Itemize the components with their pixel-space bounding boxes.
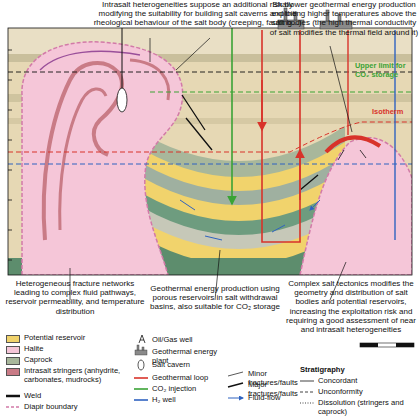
legend-text: CO₂ injection [152, 385, 232, 394]
legend-text: Unconformity [318, 388, 418, 397]
legend-text: Caprock [24, 356, 134, 365]
limit-label: Upper limit for CO₂ storage [355, 62, 413, 79]
legend-text: Diapir boundary [24, 403, 134, 412]
legend-swatch [6, 335, 20, 343]
legend-text: Potential reservoir [24, 334, 134, 343]
legend-text: Intrasalt stringers (anhydrite, carbonat… [24, 367, 129, 384]
legend-swatch [6, 357, 20, 365]
callout-text: Heterogeneous fracture networks leading … [4, 279, 146, 316]
legend-text: Halite [24, 345, 134, 354]
legend-swatch [6, 368, 20, 376]
legend-text: H₂ well [152, 396, 232, 405]
callout-text: Geothermal energy production using porou… [148, 284, 282, 312]
legend-text: Concordant [318, 377, 418, 386]
legend-text: Oil/Gas well [152, 336, 232, 345]
callout-text: Complex salt tectonics modifies the geom… [284, 279, 418, 334]
legend-text: Geothermal loop [152, 374, 232, 383]
legend-text: Fluid-flow [248, 394, 318, 403]
legend-text: Weld [24, 392, 134, 401]
legend-text: Salt cavern [152, 361, 232, 370]
legend-text: Dissolution (stringers and caprock) [318, 399, 418, 416]
callout-text: Shallower geothermal energy production e… [268, 0, 420, 37]
isotherm-label: Isotherm [372, 108, 417, 117]
legend-heading: Stratigraphy [300, 366, 380, 375]
legend-swatch [6, 346, 20, 354]
